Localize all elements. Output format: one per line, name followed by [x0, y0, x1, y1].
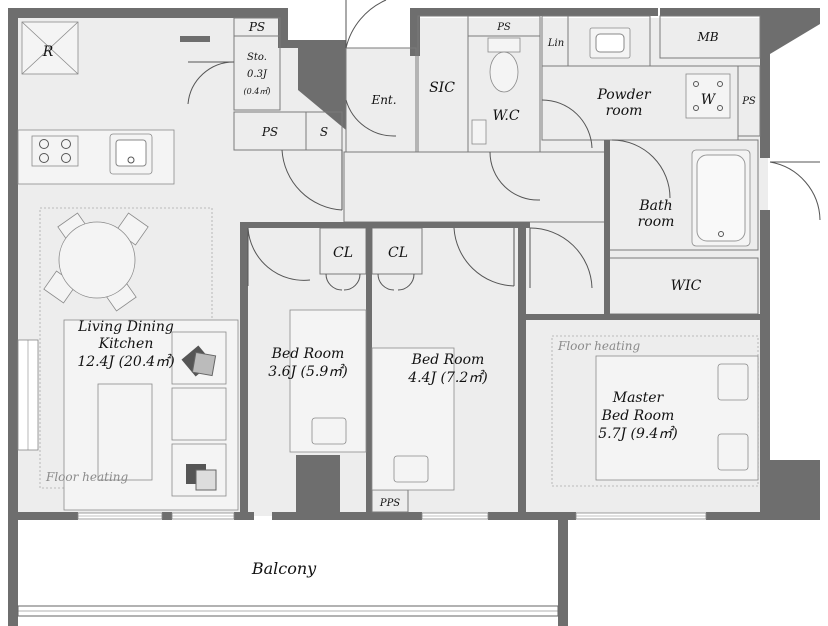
- powder-room-label-1: Powder: [596, 87, 652, 103]
- bath-room-label-1: Bath: [638, 198, 672, 214]
- wc-label: W.C: [492, 108, 519, 124]
- bath-room-label-2: room: [638, 214, 675, 230]
- floor-heating-ldk-label: Floor heating: [45, 470, 129, 484]
- balcony-area: [8, 520, 568, 626]
- pps-label: PPS: [379, 498, 400, 509]
- ps-wc-label: PS: [496, 22, 511, 33]
- ldk-label-2: Kitchen: [98, 336, 154, 352]
- closet-2-label: CL: [388, 245, 408, 261]
- floor-heating-master-label: Floor heating: [557, 339, 641, 353]
- ps-mid-label: PS: [261, 125, 278, 139]
- storage-size-j: 0.3J: [247, 69, 268, 80]
- dining-table-icon: [43, 212, 149, 312]
- washbasin-icon: [589, 27, 631, 59]
- master-label-2: Bed Room: [601, 408, 675, 424]
- wic-label: WIC: [671, 278, 702, 294]
- washer-label: W: [701, 92, 717, 108]
- linen-label: Lin: [547, 38, 564, 49]
- closet-1-label: CL: [333, 245, 353, 261]
- bed-icon: [289, 309, 759, 491]
- bedroom-1-label-2: 3.6J (5.9㎡): [268, 363, 348, 380]
- roof-hatch-icon: [21, 21, 79, 75]
- master-label-1: Master: [612, 390, 665, 406]
- bedroom-2-label-2: 4.4J (7.2㎡): [407, 369, 488, 386]
- ps-top-label: PS: [248, 20, 265, 34]
- powder-room-label-2: room: [606, 103, 643, 119]
- bedroom-2-label-1: Bed Room: [411, 352, 485, 368]
- roof-label: R: [42, 44, 54, 60]
- washing-machine-icon: [685, 73, 731, 119]
- balcony-label: Balcony: [251, 559, 317, 578]
- bathtub-icon: [691, 149, 751, 247]
- entrance-label: Ent.: [370, 93, 396, 107]
- s-label: S: [320, 125, 328, 139]
- windows: [17, 339, 707, 520]
- storage-name: Sto.: [247, 52, 267, 63]
- toilet-icon: [471, 37, 521, 145]
- room-labels: R PS Sto. 0.3J (0.4㎡) PS S Ent. SIC PS W…: [42, 20, 756, 578]
- ps-right-label: PS: [741, 96, 756, 107]
- ldk-label-3: 12.4J (20.4㎡): [77, 353, 174, 370]
- storage-size-m2: (0.4㎡): [244, 87, 271, 96]
- master-label-3: 5.7J (9.4㎡): [598, 425, 678, 442]
- mb-label: MB: [696, 30, 718, 44]
- ldk-label-1: Living Dining: [77, 319, 174, 335]
- exterior-walls: [8, 8, 820, 520]
- bedroom-1-label-1: Bed Room: [271, 346, 345, 362]
- sink-icon: [109, 133, 153, 175]
- stove-icon: [31, 135, 79, 167]
- sofa-icon: [63, 319, 239, 511]
- sic-label: SIC: [429, 80, 455, 96]
